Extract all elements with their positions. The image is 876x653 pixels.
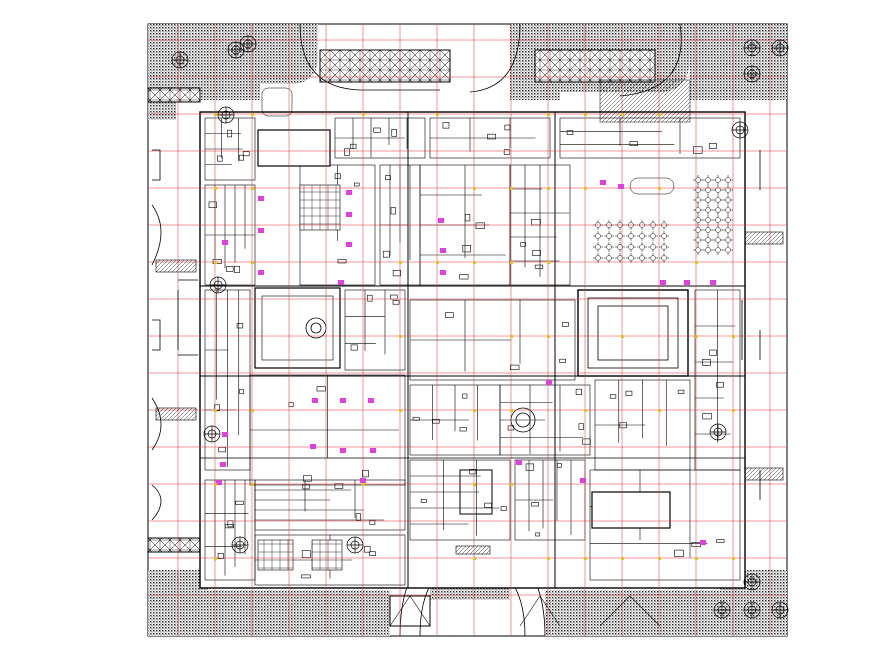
structural-grid [148,24,787,636]
grid-markers [214,113,735,560]
parking-strips [147,49,661,627]
tree-icon [171,35,789,619]
label-boxes [155,231,784,555]
side-markers [151,149,761,521]
site-boundary [147,23,788,637]
highlighted-fixtures [216,180,716,545]
interior-walls [200,112,745,588]
